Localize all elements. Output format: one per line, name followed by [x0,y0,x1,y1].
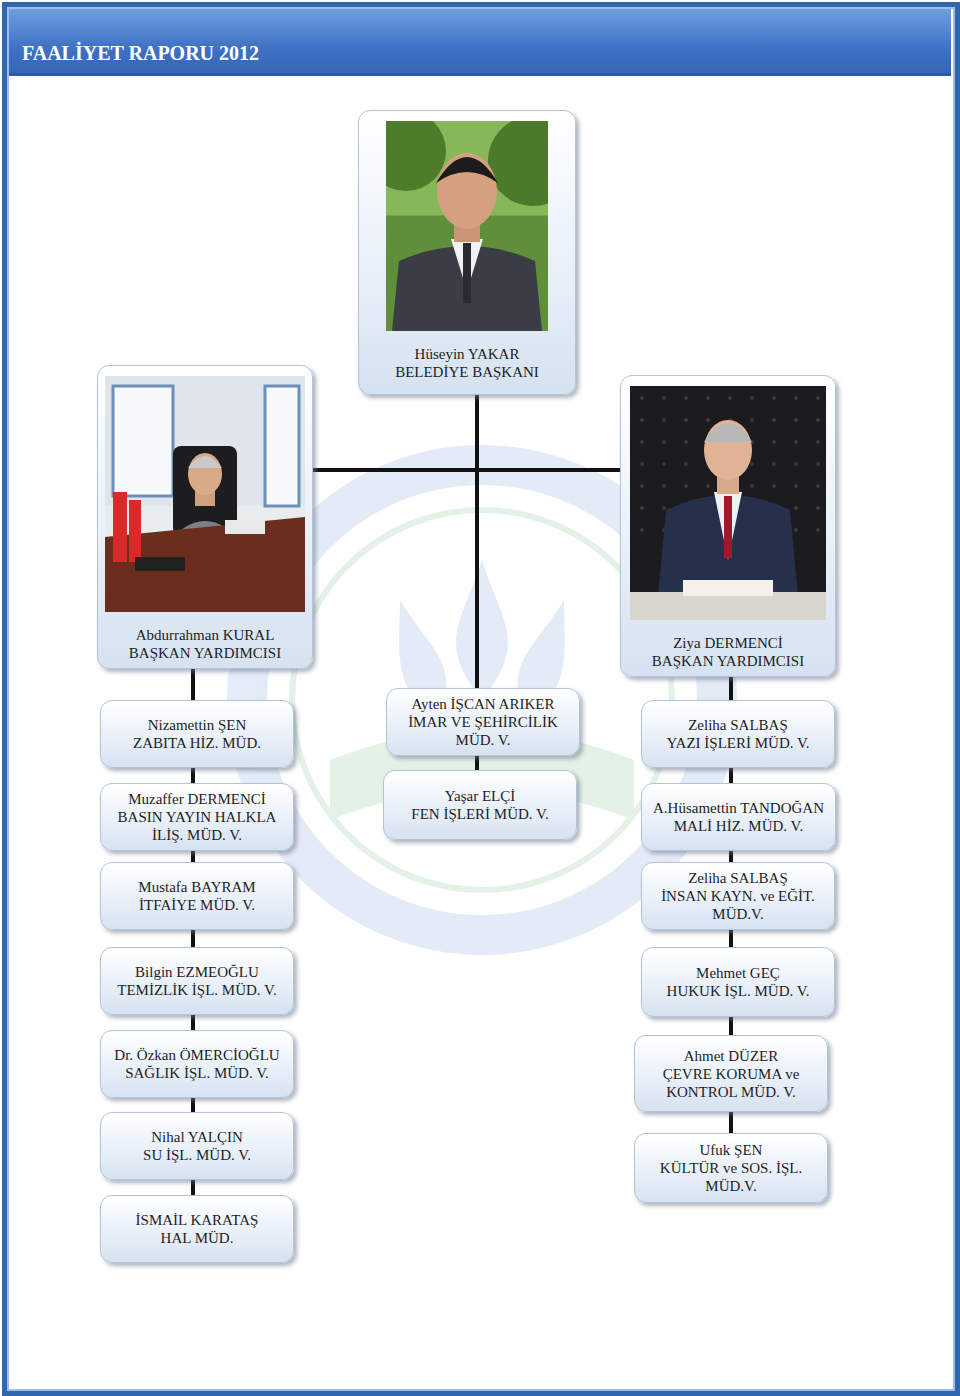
person-name: Abdurrahman KURAL [129,626,281,644]
department-box: Dr. Özkan ÖMERCİOĞLUSAĞLIK İŞL. MÜD. V. [100,1030,294,1098]
position-title: İMAR VE ŞEHİRCİLİK MÜD. V. [395,713,571,749]
person-name: Ahmet DÜZER [643,1047,819,1065]
person-name: A.Hüsamettin TANDOĞAN [653,799,824,817]
person-name: Muzaffer DERMENCİ [109,790,285,808]
text-group: İSMAİL KARATAŞHAL MÜD. [136,1211,259,1247]
org-connector [475,395,479,688]
position-title: SAĞLIK İŞL. MÜD. V. [114,1064,279,1082]
position-title: HAL MÜD. [136,1229,259,1247]
text-group: Bilgin EZMEOĞLUTEMİZLİK İŞL. MÜD. V. [117,963,276,999]
position-title: İTFAİYE MÜD. V. [138,896,255,914]
text-group: A.Hüsamettin TANDOĞANMALİ HİZ. MÜD. V. [653,799,824,835]
text-group: Ayten İŞCAN ARIKERİMAR VE ŞEHİRCİLİK MÜD… [395,695,571,749]
org-connector [729,930,733,947]
org-connector [729,1017,733,1035]
person-name: Ziya DERMENCİ [652,634,804,652]
person-name: Mustafa BAYRAM [138,878,255,896]
department-box: Mustafa BAYRAMİTFAİYE MÜD. V. [100,862,294,930]
text-group: Mustafa BAYRAMİTFAİYE MÜD. V. [138,878,255,914]
text-group: Mehmet GEÇHUKUK İŞL. MÜD. V. [667,964,810,1000]
person-name: Hüseyin YAKAR [395,345,539,363]
org-connector [477,395,620,470]
official-card: Abdurrahman KURALBAŞKAN YARDIMCISI [97,365,313,669]
department-box: Nizamettin ŞENZABITA HİZ. MÜD. [100,700,294,768]
portrait-photo [386,121,548,331]
person-name: Nizamettin ŞEN [133,716,261,734]
official-card: Ziya DERMENCİBAŞKAN YARDIMCISI [620,375,836,677]
person-name: Yaşar ELÇİ [411,787,548,805]
text-group: Hüseyin YAKARBELEDİYE BAŞKANI [395,345,539,381]
position-title: BASIN YAYIN HALKLA İLİŞ. MÜD. V. [109,808,285,844]
position-title: MALİ HİZ. MÜD. V. [653,817,824,835]
position-title: TEMİZLİK İŞL. MÜD. V. [117,981,276,999]
official-card: Hüseyin YAKARBELEDİYE BAŞKANI [358,110,576,395]
org-connector [729,768,733,783]
department-box: İSMAİL KARATAŞHAL MÜD. [100,1195,294,1263]
text-group: Muzaffer DERMENCİBASIN YAYIN HALKLA İLİŞ… [109,790,285,844]
position-title: SU İŞL. MÜD. V. [143,1146,251,1164]
text-group: Ahmet DÜZERÇEVRE KORUMA ve KONTROL MÜD. … [643,1047,819,1101]
department-box: Ufuk ŞENKÜLTÜR ve SOS. İŞL. MÜD.V. [634,1133,828,1203]
text-group: Zeliha SALBAŞİNSAN KAYN. ve EĞİT. MÜD.V. [650,869,826,923]
department-box: Mehmet GEÇHUKUK İŞL. MÜD. V. [641,947,835,1017]
org-connector [729,1112,733,1133]
org-connector [313,395,477,470]
text-group: Yaşar ELÇİFEN İŞLERİ MÜD. V. [411,787,548,823]
org-connector [191,930,195,947]
position-title: BELEDİYE BAŞKANI [395,363,539,381]
text-group: Nihal YALÇINSU İŞL. MÜD. V. [143,1128,251,1164]
department-box: A.Hüsamettin TANDOĞANMALİ HİZ. MÜD. V. [641,783,836,851]
text-group: Abdurrahman KURALBAŞKAN YARDIMCISI [129,626,281,662]
position-title: FEN İŞLERİ MÜD. V. [411,805,548,823]
org-connector [729,677,733,700]
person-name: Bilgin EZMEOĞLU [117,963,276,981]
org-connector [191,768,195,783]
position-title: KÜLTÜR ve SOS. İŞL. MÜD.V. [643,1159,819,1195]
department-box: Bilgin EZMEOĞLUTEMİZLİK İŞL. MÜD. V. [100,947,294,1015]
text-group: Ziya DERMENCİBAŞKAN YARDIMCISI [652,634,804,670]
position-title: HUKUK İŞL. MÜD. V. [667,982,810,1000]
person-name: Ayten İŞCAN ARIKER [395,695,571,713]
text-group: Zeliha SALBAŞYAZI İŞLERİ MÜD. V. [666,716,809,752]
department-box: Zeliha SALBAŞİNSAN KAYN. ve EĞİT. MÜD.V. [641,862,835,930]
org-connector [191,851,195,862]
org-connector [475,756,479,770]
org-connector [191,669,195,700]
department-box: Ahmet DÜZERÇEVRE KORUMA ve KONTROL MÜD. … [634,1035,828,1112]
org-connector [191,1180,195,1195]
department-box: Ayten İŞCAN ARIKERİMAR VE ŞEHİRCİLİK MÜD… [386,688,580,756]
position-title: BAŞKAN YARDIMCISI [652,652,804,670]
person-name: Zeliha SALBAŞ [650,869,826,887]
person-name: İSMAİL KARATAŞ [136,1211,259,1229]
person-name: Nihal YALÇIN [143,1128,251,1146]
person-name: Dr. Özkan ÖMERCİOĞLU [114,1046,279,1064]
position-title: ÇEVRE KORUMA ve KONTROL MÜD. V. [643,1065,819,1101]
department-box: Yaşar ELÇİFEN İŞLERİ MÜD. V. [383,770,577,840]
org-connector [191,1015,195,1030]
report-title: FAALİYET RAPORU 2012 [22,42,259,65]
org-connector [191,1098,195,1112]
text-group: Ufuk ŞENKÜLTÜR ve SOS. İŞL. MÜD.V. [643,1141,819,1195]
department-box: Nihal YALÇINSU İŞL. MÜD. V. [100,1112,294,1180]
person-name: Mehmet GEÇ [667,964,810,982]
portrait-photo [630,386,826,620]
text-group: Dr. Özkan ÖMERCİOĞLUSAĞLIK İŞL. MÜD. V. [114,1046,279,1082]
portrait-photo [105,376,305,612]
text-group: Nizamettin ŞENZABITA HİZ. MÜD. [133,716,261,752]
person-name: Zeliha SALBAŞ [666,716,809,734]
position-title: İNSAN KAYN. ve EĞİT. MÜD.V. [650,887,826,923]
person-name: Ufuk ŞEN [643,1141,819,1159]
position-title: BAŞKAN YARDIMCISI [129,644,281,662]
department-box: Zeliha SALBAŞYAZI İŞLERİ MÜD. V. [641,700,835,768]
department-box: Muzaffer DERMENCİBASIN YAYIN HALKLA İLİŞ… [100,783,294,851]
org-connector [729,851,733,862]
position-title: ZABITA HİZ. MÜD. [133,734,261,752]
position-title: YAZI İŞLERİ MÜD. V. [666,734,809,752]
